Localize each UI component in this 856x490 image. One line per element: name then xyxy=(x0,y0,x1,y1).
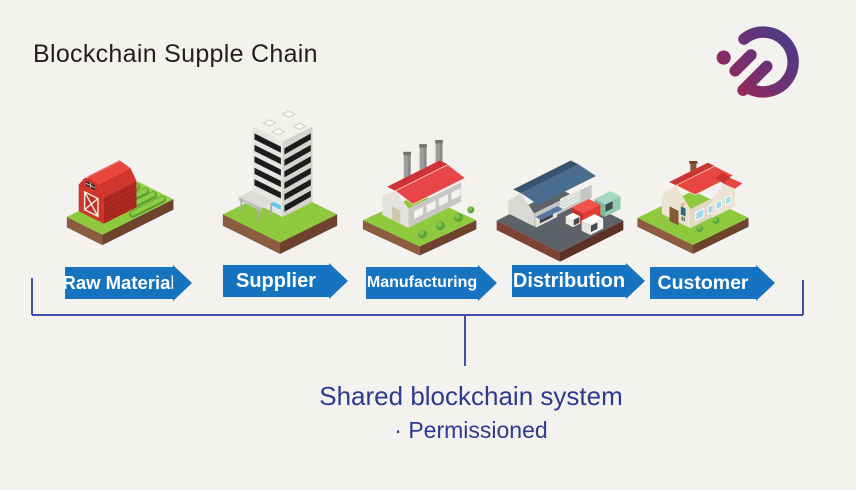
station-banner-customer: Customer xyxy=(650,265,775,301)
station-label: Customer xyxy=(657,271,749,294)
factory-illustration xyxy=(356,140,484,258)
station-label: Supplier xyxy=(235,269,316,292)
station-label: Raw Material xyxy=(62,272,176,293)
note-line2: · Permissioned xyxy=(394,417,548,444)
page-title: Blockchain Supple Chain xyxy=(33,40,318,68)
station-banner-raw-material: Raw Material xyxy=(62,265,192,301)
station-label: Distribution xyxy=(512,269,626,292)
station-banner-distribution: Distribution xyxy=(512,263,645,299)
house-illustration xyxy=(632,142,754,257)
office-building-illustration xyxy=(214,107,346,264)
note-line1: Shared blockchain system xyxy=(319,381,623,411)
bracket-line xyxy=(31,278,804,366)
station-banner-manufacturing: Manufacturing xyxy=(366,265,497,301)
brand-logo-icon xyxy=(714,18,802,106)
station-label: Manufacturing xyxy=(366,274,478,291)
warehouse-trucks-illustration xyxy=(488,140,632,264)
barn-farm-illustration xyxy=(58,146,206,257)
shared-system-note: Shared blockchain system · Permissioned xyxy=(251,381,691,445)
station-banner-supplier: Supplier xyxy=(223,263,348,299)
